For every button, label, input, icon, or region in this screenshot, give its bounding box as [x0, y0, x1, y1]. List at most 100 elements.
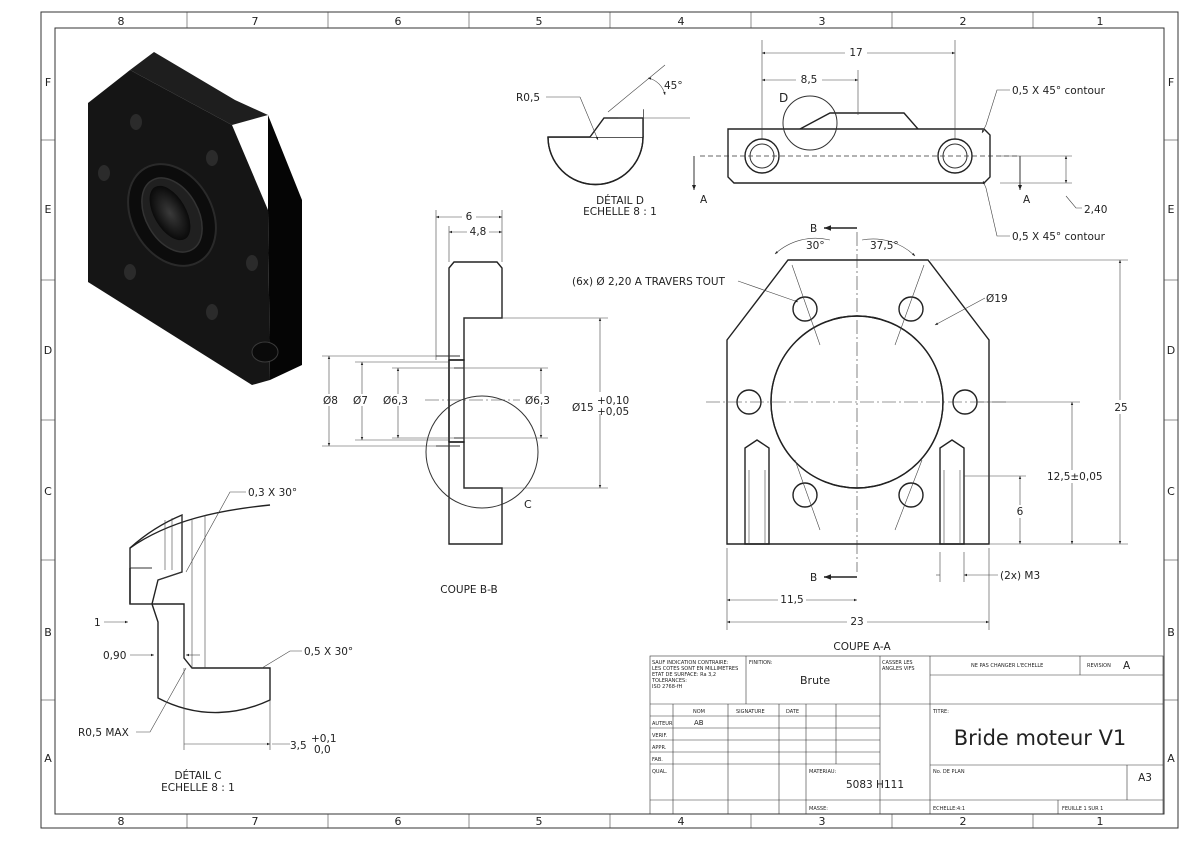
section-aa-holes-note: (6x) Ø 2,20 A TRAVERS TOUT — [572, 276, 726, 288]
section-aa-angle-left: 30° — [806, 240, 825, 252]
zone-col-8-top: 8 — [118, 15, 125, 28]
tb-note-line-2: LES COTES SONT EN MILLIMETRES — [652, 666, 738, 672]
detail-c-title: DÉTAIL C — [174, 769, 221, 782]
detail-c-dim-1: 1 — [94, 617, 101, 629]
tb-col-signature: SIGNATURE — [736, 709, 765, 715]
section-bb-dia-63-left: Ø6,3 — [383, 395, 408, 407]
tb-masse-label: MASSE: — [809, 806, 828, 812]
zone-col-4-top: 4 — [678, 15, 685, 28]
top-view-section-label-left: A — [700, 194, 708, 206]
section-bb-dia-15: Ø15 — [572, 402, 594, 414]
section-aa-dim-thread-depth: 6 — [1017, 506, 1024, 518]
tb-auteur-value: AB — [694, 719, 704, 727]
tb-revision-label: REVISION — [1087, 663, 1111, 669]
top-view-section-label-right: A — [1023, 194, 1031, 206]
isometric-view — [88, 52, 302, 385]
tb-col-date: DATE — [786, 709, 799, 715]
tb-format-value: A3 — [1138, 772, 1152, 784]
zone-col-3-top: 3 — [819, 15, 826, 28]
tb-materiau-label: MATERIAU: — [809, 769, 837, 775]
detail-d-view: R0,5 45° DÉTAIL D ECHELLE 8 : 1 — [516, 64, 690, 218]
detail-c-dim-35: 3,5 — [290, 740, 307, 752]
tb-no-scale: NE PAS CHANGER L'ECHELLE — [971, 663, 1043, 669]
top-view: A A D 17 8,5 0,5 X 45° contour 0,5 X 45°… — [692, 40, 1107, 243]
zone-row-c-left: C — [44, 485, 52, 498]
zone-row-d-right: D — [1167, 344, 1175, 357]
threaded-holes — [744, 439, 965, 545]
zone-col-3-bottom: 3 — [819, 815, 826, 828]
tb-col-nom: NOM — [693, 709, 705, 715]
section-aa-angle-right: 37,5° — [870, 240, 899, 252]
tb-row-auteur: AUTEUR — [652, 721, 673, 727]
section-bb-view: C 6 4,8 Ø8 Ø7 Ø6,3 Ø6,3 — [321, 210, 632, 596]
title-block: SAUF INDICATION CONTRAIRE: LES COTES SON… — [649, 655, 1164, 815]
tb-note-line-1: SAUF INDICATION CONTRAIRE: — [652, 660, 729, 666]
section-aa-dim-height: 25 — [1114, 402, 1127, 414]
top-view-chamfer-top: 0,5 X 45° contour — [1012, 85, 1106, 97]
zone-row-e-left: E — [45, 203, 52, 216]
top-view-detail-marker: D — [779, 91, 788, 105]
zone-row-f-left: F — [45, 76, 51, 89]
zone-row-a-right: A — [1167, 752, 1175, 765]
detail-d-angle: 45° — [664, 80, 683, 92]
tb-echelle-label: ECHELLE:4:1 — [933, 806, 965, 812]
zone-col-1-top: 1 — [1097, 15, 1104, 28]
tb-revision-value: A — [1123, 660, 1131, 672]
section-bb-tol-15-upper: +0,10 — [597, 395, 629, 407]
tb-row-fab: FAB. — [652, 757, 663, 763]
detail-d-title: DÉTAIL D — [596, 194, 644, 207]
top-view-chamfer-bottom: 0,5 X 45° contour — [1012, 231, 1106, 243]
tb-finition-label: FINITION: — [749, 660, 773, 666]
detail-c-tol-35-upper: +0,1 — [311, 733, 337, 745]
zone-row-b-left: B — [44, 626, 52, 639]
section-bb-title: COUPE B-B — [440, 584, 497, 596]
tb-note-line-5: ISO 2768-fH — [652, 684, 682, 690]
zone-col-5-top: 5 — [536, 15, 543, 28]
section-aa-cut-label-bottom: B — [810, 572, 817, 584]
tb-materiau-value: 5083 H111 — [846, 779, 904, 791]
tb-note-line-4: TOLERANCES: — [651, 678, 687, 684]
section-aa-view: B B 30° 37,5° (6x) Ø 2,20 A TRAVERS TOUT… — [572, 223, 1131, 653]
detail-c-scale: ECHELLE 8 : 1 — [161, 782, 235, 794]
section-aa-dia-19: Ø19 — [986, 293, 1008, 305]
detail-c-radius: R0,5 MAX — [78, 727, 129, 739]
zone-col-7-top: 7 — [252, 15, 259, 28]
detail-c-view: 0,3 X 30° 0,5 X 30° 1 0,90 R0,5 MAX 3,5 … — [78, 487, 353, 794]
tb-titre-value: Bride moteur V1 — [954, 726, 1127, 750]
zone-col-1-bottom: 1 — [1097, 815, 1104, 828]
section-aa-cut-label-top: B — [810, 223, 817, 235]
tb-row-qual: QUAL. — [652, 769, 668, 775]
section-bb-tol-15-lower: +0,05 — [597, 406, 629, 418]
zone-col-4-bottom: 4 — [678, 815, 685, 828]
tb-feuille-label: FEUILLE 1 SUR 1 — [1062, 806, 1103, 812]
section-bb-dia-7: Ø7 — [353, 395, 368, 407]
detail-c-dim-090: 0,90 — [103, 650, 126, 662]
zone-row-b-right: B — [1167, 626, 1175, 639]
top-view-dim-thickness: 2,40 — [1084, 204, 1107, 216]
zone-col-7-bottom: 7 — [252, 815, 259, 828]
section-bb-dim-width: 6 — [466, 211, 473, 223]
sheet-border: 8 7 6 5 4 3 2 1 8 7 6 5 4 3 2 1 F E D C … — [40, 11, 1179, 829]
zone-row-f-right: F — [1168, 76, 1174, 89]
zone-row-d-left: D — [44, 344, 52, 357]
detail-c-chamfer-bottom: 0,5 X 30° — [304, 646, 353, 658]
zone-col-6-bottom: 6 — [395, 815, 402, 828]
zone-col-6-top: 6 — [395, 15, 402, 28]
section-aa-thread-note: (2x) M3 — [1000, 570, 1040, 582]
zone-col-2-bottom: 2 — [960, 815, 967, 828]
zone-row-e-right: E — [1168, 203, 1175, 216]
tb-casser-line-2: ANGLES VIFS — [882, 666, 915, 672]
top-view-dim-half: 8,5 — [801, 74, 818, 86]
tb-finition-value: Brute — [800, 674, 830, 687]
section-aa-dim-width: 23 — [850, 616, 863, 628]
detail-d-radius: R0,5 — [516, 92, 540, 104]
zone-col-5-bottom: 5 — [536, 815, 543, 828]
tb-casser-line-1: CASSER LES — [882, 660, 913, 666]
detail-d-scale: ECHELLE 8 : 1 — [583, 206, 657, 218]
section-bb-dia-8: Ø8 — [323, 395, 338, 407]
detail-c-chamfer-top: 0,3 X 30° — [248, 487, 297, 499]
section-aa-dim-center-height: 12,5±0,05 — [1047, 471, 1103, 483]
zone-col-2-top: 2 — [960, 15, 967, 28]
zone-row-a-left: A — [44, 752, 52, 765]
